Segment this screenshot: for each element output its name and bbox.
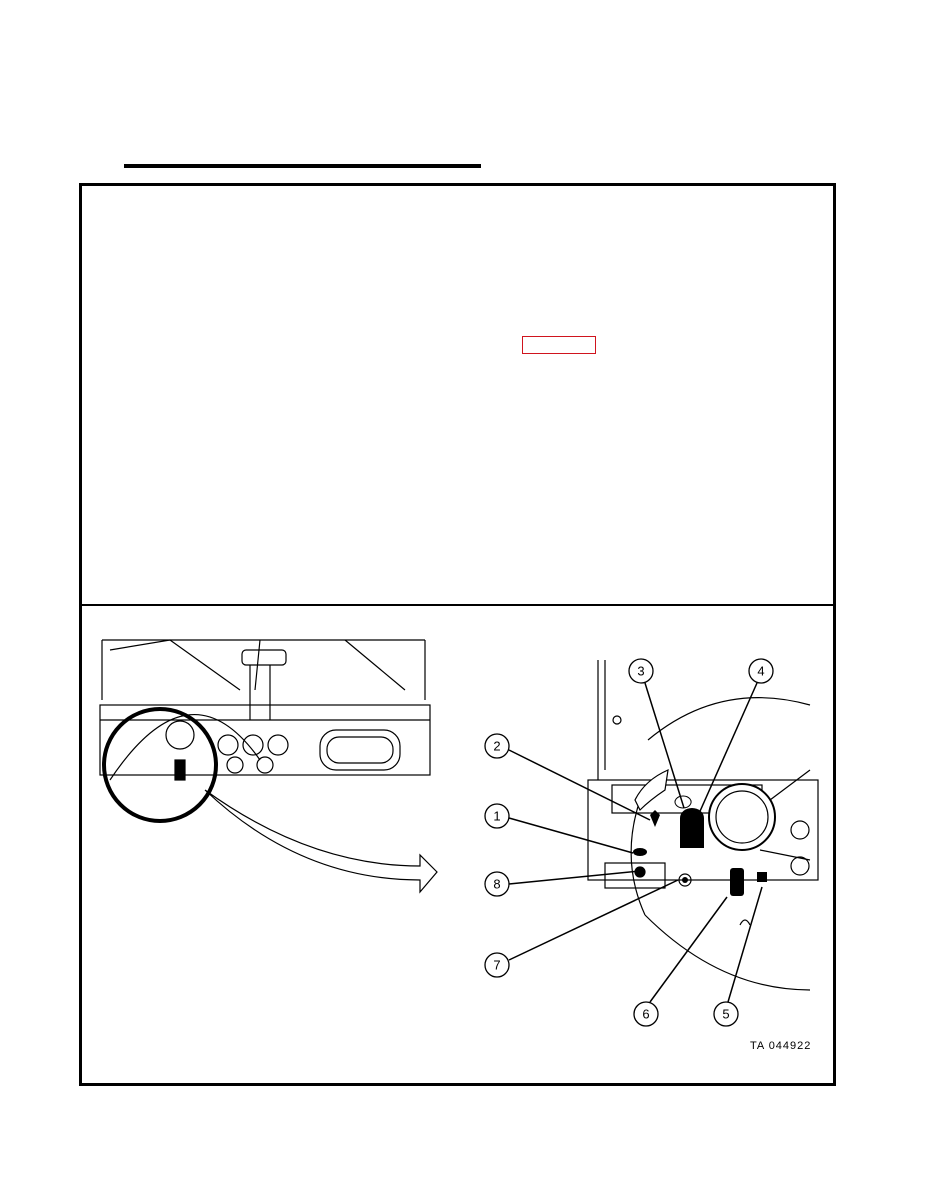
callout-label: 4 <box>757 664 764 679</box>
callout-1: 1 <box>484 803 510 829</box>
callout-4: 4 <box>748 658 774 684</box>
callout-label: 3 <box>637 664 644 679</box>
callout-label: 7 <box>493 958 500 973</box>
zoom-circle <box>102 707 218 823</box>
highlight-box[interactable] <box>522 336 596 354</box>
callout-7: 7 <box>484 952 510 978</box>
callout-label: 2 <box>493 739 500 754</box>
detail-controls <box>633 795 767 896</box>
figure-code: TA 044922 <box>750 1040 812 1052</box>
detail-sketch <box>587 660 819 991</box>
overview-sketch <box>99 639 431 781</box>
section-divider <box>79 604 836 606</box>
leader-lines <box>508 682 763 1003</box>
callout-8: 8 <box>484 871 510 897</box>
callout-label: 8 <box>493 877 500 892</box>
content-frame <box>79 183 836 1086</box>
callout-6: 6 <box>633 1001 659 1027</box>
title-underline <box>124 164 481 168</box>
curved-arrow-icon <box>204 789 438 894</box>
callout-2: 2 <box>484 733 510 759</box>
callout-5: 5 <box>713 1001 739 1027</box>
callout-label: 6 <box>642 1007 649 1022</box>
callout-3: 3 <box>628 658 654 684</box>
callout-label: 5 <box>722 1007 729 1022</box>
callout-label: 1 <box>493 809 500 824</box>
